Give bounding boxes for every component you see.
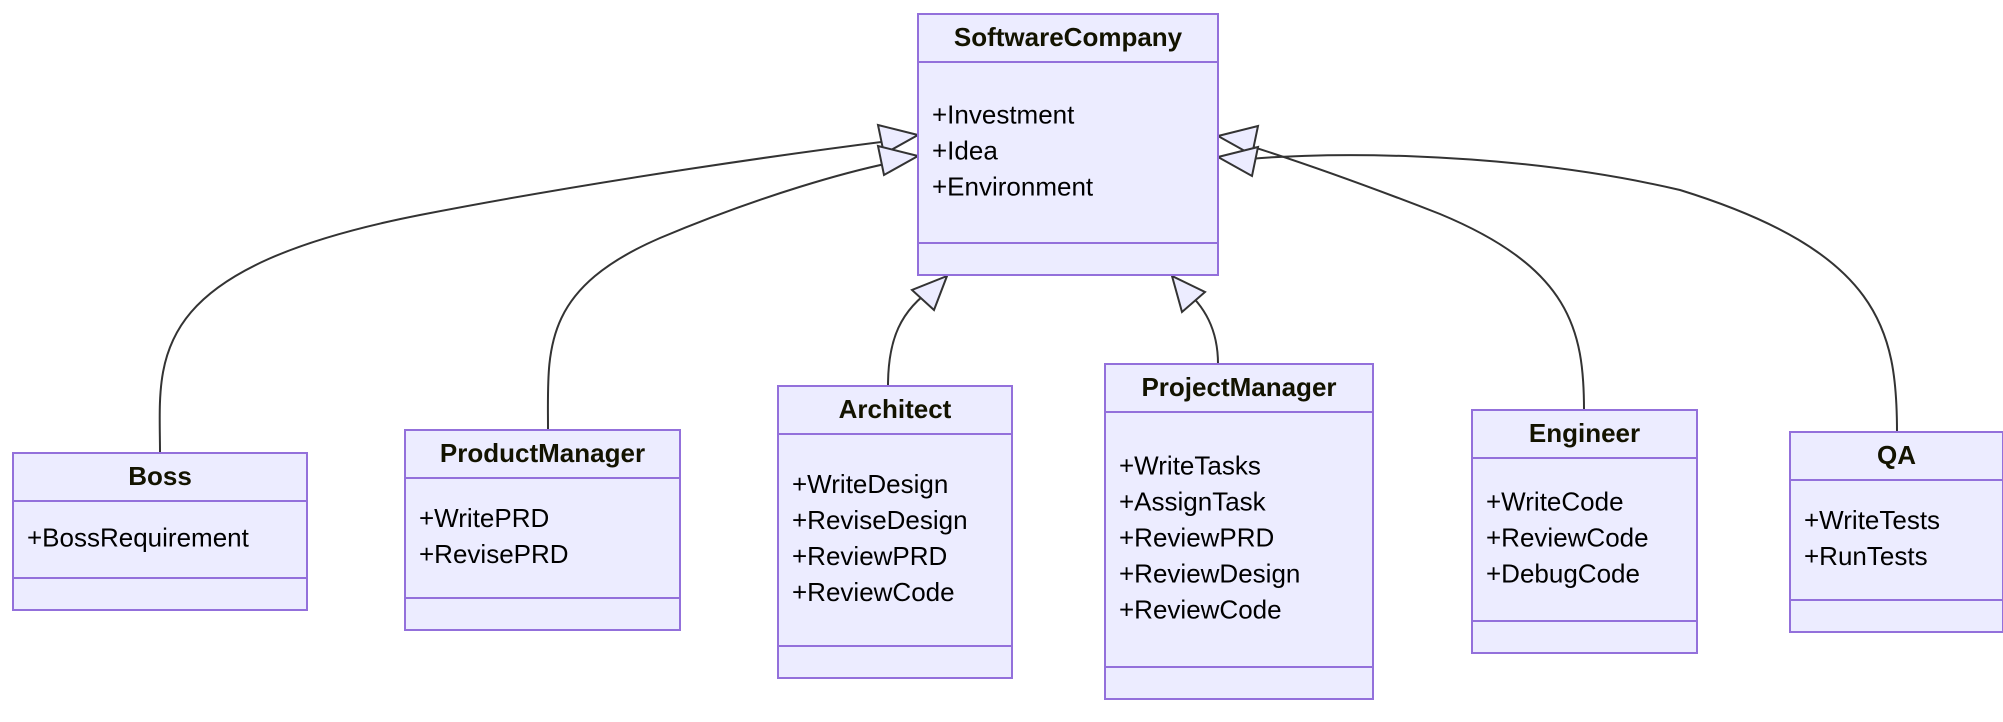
class-name-productmanager: ProductManager xyxy=(440,438,645,468)
class-box-projectmanager xyxy=(1104,363,1374,700)
class-node-architect[interactable]: Architect +WriteDesign +ReviseDesign +Revie… xyxy=(777,385,1013,679)
class-node-softwarecompany[interactable]: SoftwareCompany +Investment +Idea +Environm… xyxy=(917,13,1219,276)
class-attribute-qa-1: +RunTests xyxy=(1804,541,1928,571)
class-attribute-engineer-0: +WriteCode xyxy=(1486,486,1624,516)
generalization-arrow-icon xyxy=(876,123,921,156)
relation-boss-to-softwarecompany[interactable] xyxy=(158,123,921,454)
class-attribute-engineer-2: +DebugCode xyxy=(1486,558,1640,588)
class-attribute-softwarecompany-2: +Environment xyxy=(932,171,1094,201)
class-name-engineer: Engineer xyxy=(1529,418,1640,448)
relation-qa-to-softwarecompany[interactable] xyxy=(1215,145,1898,433)
relations-layer xyxy=(158,123,1898,454)
relation-line-qa-to-softwarecompany xyxy=(1230,154,1898,433)
class-attribute-architect-1: +ReviseDesign xyxy=(792,505,968,535)
class-attribute-projectmanager-4: +ReviewCode xyxy=(1119,594,1282,624)
class-name-boss: Boss xyxy=(128,461,192,491)
class-name-architect: Architect xyxy=(839,394,952,424)
class-node-projectmanager[interactable]: ProjectManager +WriteTasks +AssignTask +Rev… xyxy=(1104,363,1374,700)
generalization-arrow-icon xyxy=(910,274,949,312)
class-box-qa xyxy=(1789,431,2003,633)
class-attribute-softwarecompany-1: +Idea xyxy=(932,135,998,165)
class-attribute-projectmanager-1: +AssignTask xyxy=(1119,486,1267,516)
generalization-arrow-icon xyxy=(1215,124,1260,157)
class-attribute-architect-2: +ReviewPRD xyxy=(792,541,947,571)
class-node-qa[interactable]: QA +WriteTests +RunTests xyxy=(1789,431,2003,633)
relation-productmanager-to-softwarecompany[interactable] xyxy=(546,144,921,431)
relation-projectmanager-to-softwarecompany[interactable] xyxy=(1170,274,1219,365)
class-attribute-architect-3: +ReviewCode xyxy=(792,577,955,607)
class-attribute-architect-0: +WriteDesign xyxy=(792,469,948,499)
class-box-productmanager xyxy=(404,429,681,631)
class-attribute-projectmanager-0: +WriteTasks xyxy=(1119,450,1261,480)
class-box-engineer xyxy=(1471,409,1698,654)
class-node-engineer[interactable]: Engineer +WriteCode +ReviewCode +DebugCode xyxy=(1471,409,1698,654)
classes-layer: SoftwareCompany +Investment +Idea +Environm… xyxy=(12,13,2003,700)
generalization-arrow-icon xyxy=(1170,274,1207,314)
generalization-arrow-icon xyxy=(1215,145,1260,178)
class-box-boss xyxy=(12,452,308,611)
class-node-productmanager[interactable]: ProductManager +WritePRD +RevisePRD xyxy=(404,429,681,631)
generalization-arrow-icon xyxy=(876,144,921,177)
relation-line-boss-to-softwarecompany xyxy=(158,138,906,454)
class-attribute-projectmanager-3: +ReviewDesign xyxy=(1119,558,1300,588)
class-name-qa: QA xyxy=(1877,440,1916,470)
class-attribute-softwarecompany-0: +Investment xyxy=(932,99,1075,129)
class-name-projectmanager: ProjectManager xyxy=(1141,372,1336,402)
class-name-softwarecompany: SoftwareCompany xyxy=(954,22,1183,52)
class-attribute-qa-0: +WriteTests xyxy=(1804,505,1940,535)
relation-line-productmanager-to-softwarecompany xyxy=(546,159,906,431)
class-attribute-projectmanager-2: +ReviewPRD xyxy=(1119,522,1274,552)
class-box-softwarecompany xyxy=(917,13,1219,276)
class-node-boss[interactable]: Boss +BossRequirement xyxy=(12,452,308,611)
class-attribute-productmanager-0: +WritePRD xyxy=(419,503,549,533)
relation-architect-to-softwarecompany[interactable] xyxy=(887,274,949,387)
class-attribute-productmanager-1: +RevisePRD xyxy=(419,539,569,569)
class-attribute-engineer-1: +ReviewCode xyxy=(1486,522,1649,552)
class-attribute-boss-0: +BossRequirement xyxy=(27,522,250,552)
